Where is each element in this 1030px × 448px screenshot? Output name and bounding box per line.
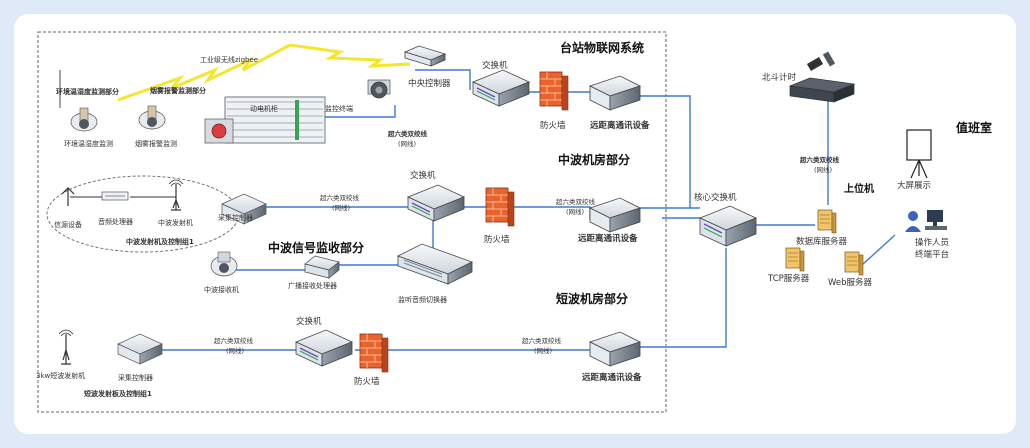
- smoke-sensor-icon: [138, 105, 166, 130]
- sw-tx-label: 3kw短波发射机: [36, 371, 85, 380]
- operator-icon: [905, 210, 947, 232]
- audio-switcher: [396, 243, 474, 285]
- mw-group-label: 中波发射机及控制组1: [126, 237, 194, 246]
- operator-label-1: 操作人员: [915, 237, 949, 248]
- cable-sw-r2: (网线): [534, 346, 552, 355]
- central-controller: [403, 45, 447, 67]
- remote-comm-sw-label: 远距离通讯设备: [582, 372, 642, 383]
- firewall-top: [539, 71, 569, 111]
- web-server-label: Web服务器: [828, 277, 873, 288]
- beidou-satellite-icon: [806, 51, 836, 71]
- central-ctrl-label: 中央控制器: [408, 78, 451, 89]
- audio-switcher-label: 监听音频切换器: [398, 295, 447, 304]
- cable-top-1: 超六类双绞线: [387, 129, 428, 138]
- cable-mw-2: (网线): [332, 203, 350, 212]
- switch-top: [472, 69, 530, 107]
- env-sensor-icon: [70, 107, 98, 132]
- beidou-clock: [788, 77, 856, 103]
- section-station-iot: 台站物联网系统: [560, 40, 644, 55]
- zigbee-lightning-2: [289, 43, 411, 68]
- section-sw-room: 短波机房部分: [556, 291, 628, 306]
- mw-transmitter: [168, 179, 184, 211]
- tcp-server: [785, 247, 805, 272]
- firewall-mw: [485, 187, 515, 227]
- beidou-label: 北斗计时: [762, 72, 797, 83]
- cable-top-2: (网线): [398, 139, 416, 148]
- smoke-sensor-label: 烟雾报警监测: [135, 139, 177, 148]
- db-server-label: 数据库服务器: [796, 236, 848, 247]
- station-boundary: [37, 31, 667, 413]
- remote-comm-mw: [589, 197, 641, 233]
- switch-sw: [295, 329, 353, 367]
- camera-icon: [367, 79, 391, 99]
- core-switch-label: 核心交换机: [694, 192, 737, 203]
- broadcast-processor: [304, 255, 340, 279]
- section-duty-room: 值班室: [956, 120, 992, 135]
- cable-mw-r2: (网线): [566, 207, 584, 216]
- mw-tx-label: 中波发射机: [158, 218, 193, 227]
- cable-sw-r1: 超六类双绞线: [522, 336, 562, 345]
- firewall-sw-label: 防火墙: [354, 376, 380, 387]
- zigbee-lightning: [117, 43, 291, 102]
- big-screen-label: 大屏展示: [897, 180, 931, 191]
- sw-transmitter: [58, 329, 74, 365]
- zigbee-label: 工业级无线zigbee: [200, 55, 258, 64]
- switch-mw-label: 交换机: [410, 170, 436, 181]
- mw-receiver-icon: [210, 251, 238, 277]
- remote-comm-sw: [589, 331, 641, 367]
- cable-host-2: (网线): [814, 165, 832, 174]
- firewall-top-label: 防火墙: [540, 120, 566, 131]
- switch-mw: [407, 184, 465, 222]
- monitor-terminal-label: 监控终端: [325, 104, 353, 113]
- smoke-part-label: 烟雾报警监测部分: [150, 86, 206, 95]
- web-server: [844, 251, 864, 276]
- mw-receiver-label: 中波接收机: [204, 285, 239, 294]
- sw-group-label: 短波发射板及控制组1: [84, 389, 152, 398]
- section-mw-room: 中波机房部分: [558, 152, 630, 167]
- cable-mw-r1: 超六类双绞线: [556, 197, 596, 206]
- db-server: [817, 209, 837, 234]
- core-switch: [698, 205, 758, 247]
- audio-proc-label: 音频处理器: [98, 217, 133, 226]
- cable-sw-2: (网线): [226, 346, 244, 355]
- env-sensor-label: 环境温湿度监测: [64, 139, 113, 148]
- firewall-sw: [359, 333, 389, 373]
- switch-sw-label: 交换机: [296, 316, 322, 327]
- collector-sw-label: 采集控制器: [118, 373, 153, 382]
- cabinet: [204, 96, 326, 144]
- tcp-server-label: TCP服务器: [767, 273, 810, 284]
- section-host: 上位机: [844, 182, 874, 195]
- audio-processor: [101, 191, 129, 201]
- section-mw-monitor: 中波信号监收部分: [268, 240, 364, 255]
- big-screen-icon: [906, 129, 932, 179]
- env-temp-part-label: 环境温湿度监测部分: [56, 87, 119, 96]
- broadcast-proc-label: 广播接收处理器: [288, 281, 337, 290]
- remote-comm-mw-label: 远距离通讯设备: [578, 233, 638, 244]
- cable-host-1: 超六类双绞线: [799, 155, 840, 164]
- firewall-mw-label: 防火墙: [484, 234, 510, 245]
- remote-comm-top: [589, 75, 641, 111]
- signal-src-label: 信源设备: [54, 220, 82, 229]
- operator-label-2: 终端平台: [915, 249, 949, 260]
- cable-mw-1: 超六类双绞线: [320, 193, 360, 202]
- collector-sw: [117, 333, 163, 365]
- remote-comm-top-label: 远距离通讯设备: [590, 120, 650, 131]
- cable-sw-1: 超六类双绞线: [214, 336, 254, 345]
- signal-source: [61, 187, 75, 206]
- collector-mw-label: 采集控制器: [218, 213, 253, 222]
- switch-top-label: 交换机: [482, 60, 508, 71]
- cabinet-label: 动电机柜: [250, 104, 278, 113]
